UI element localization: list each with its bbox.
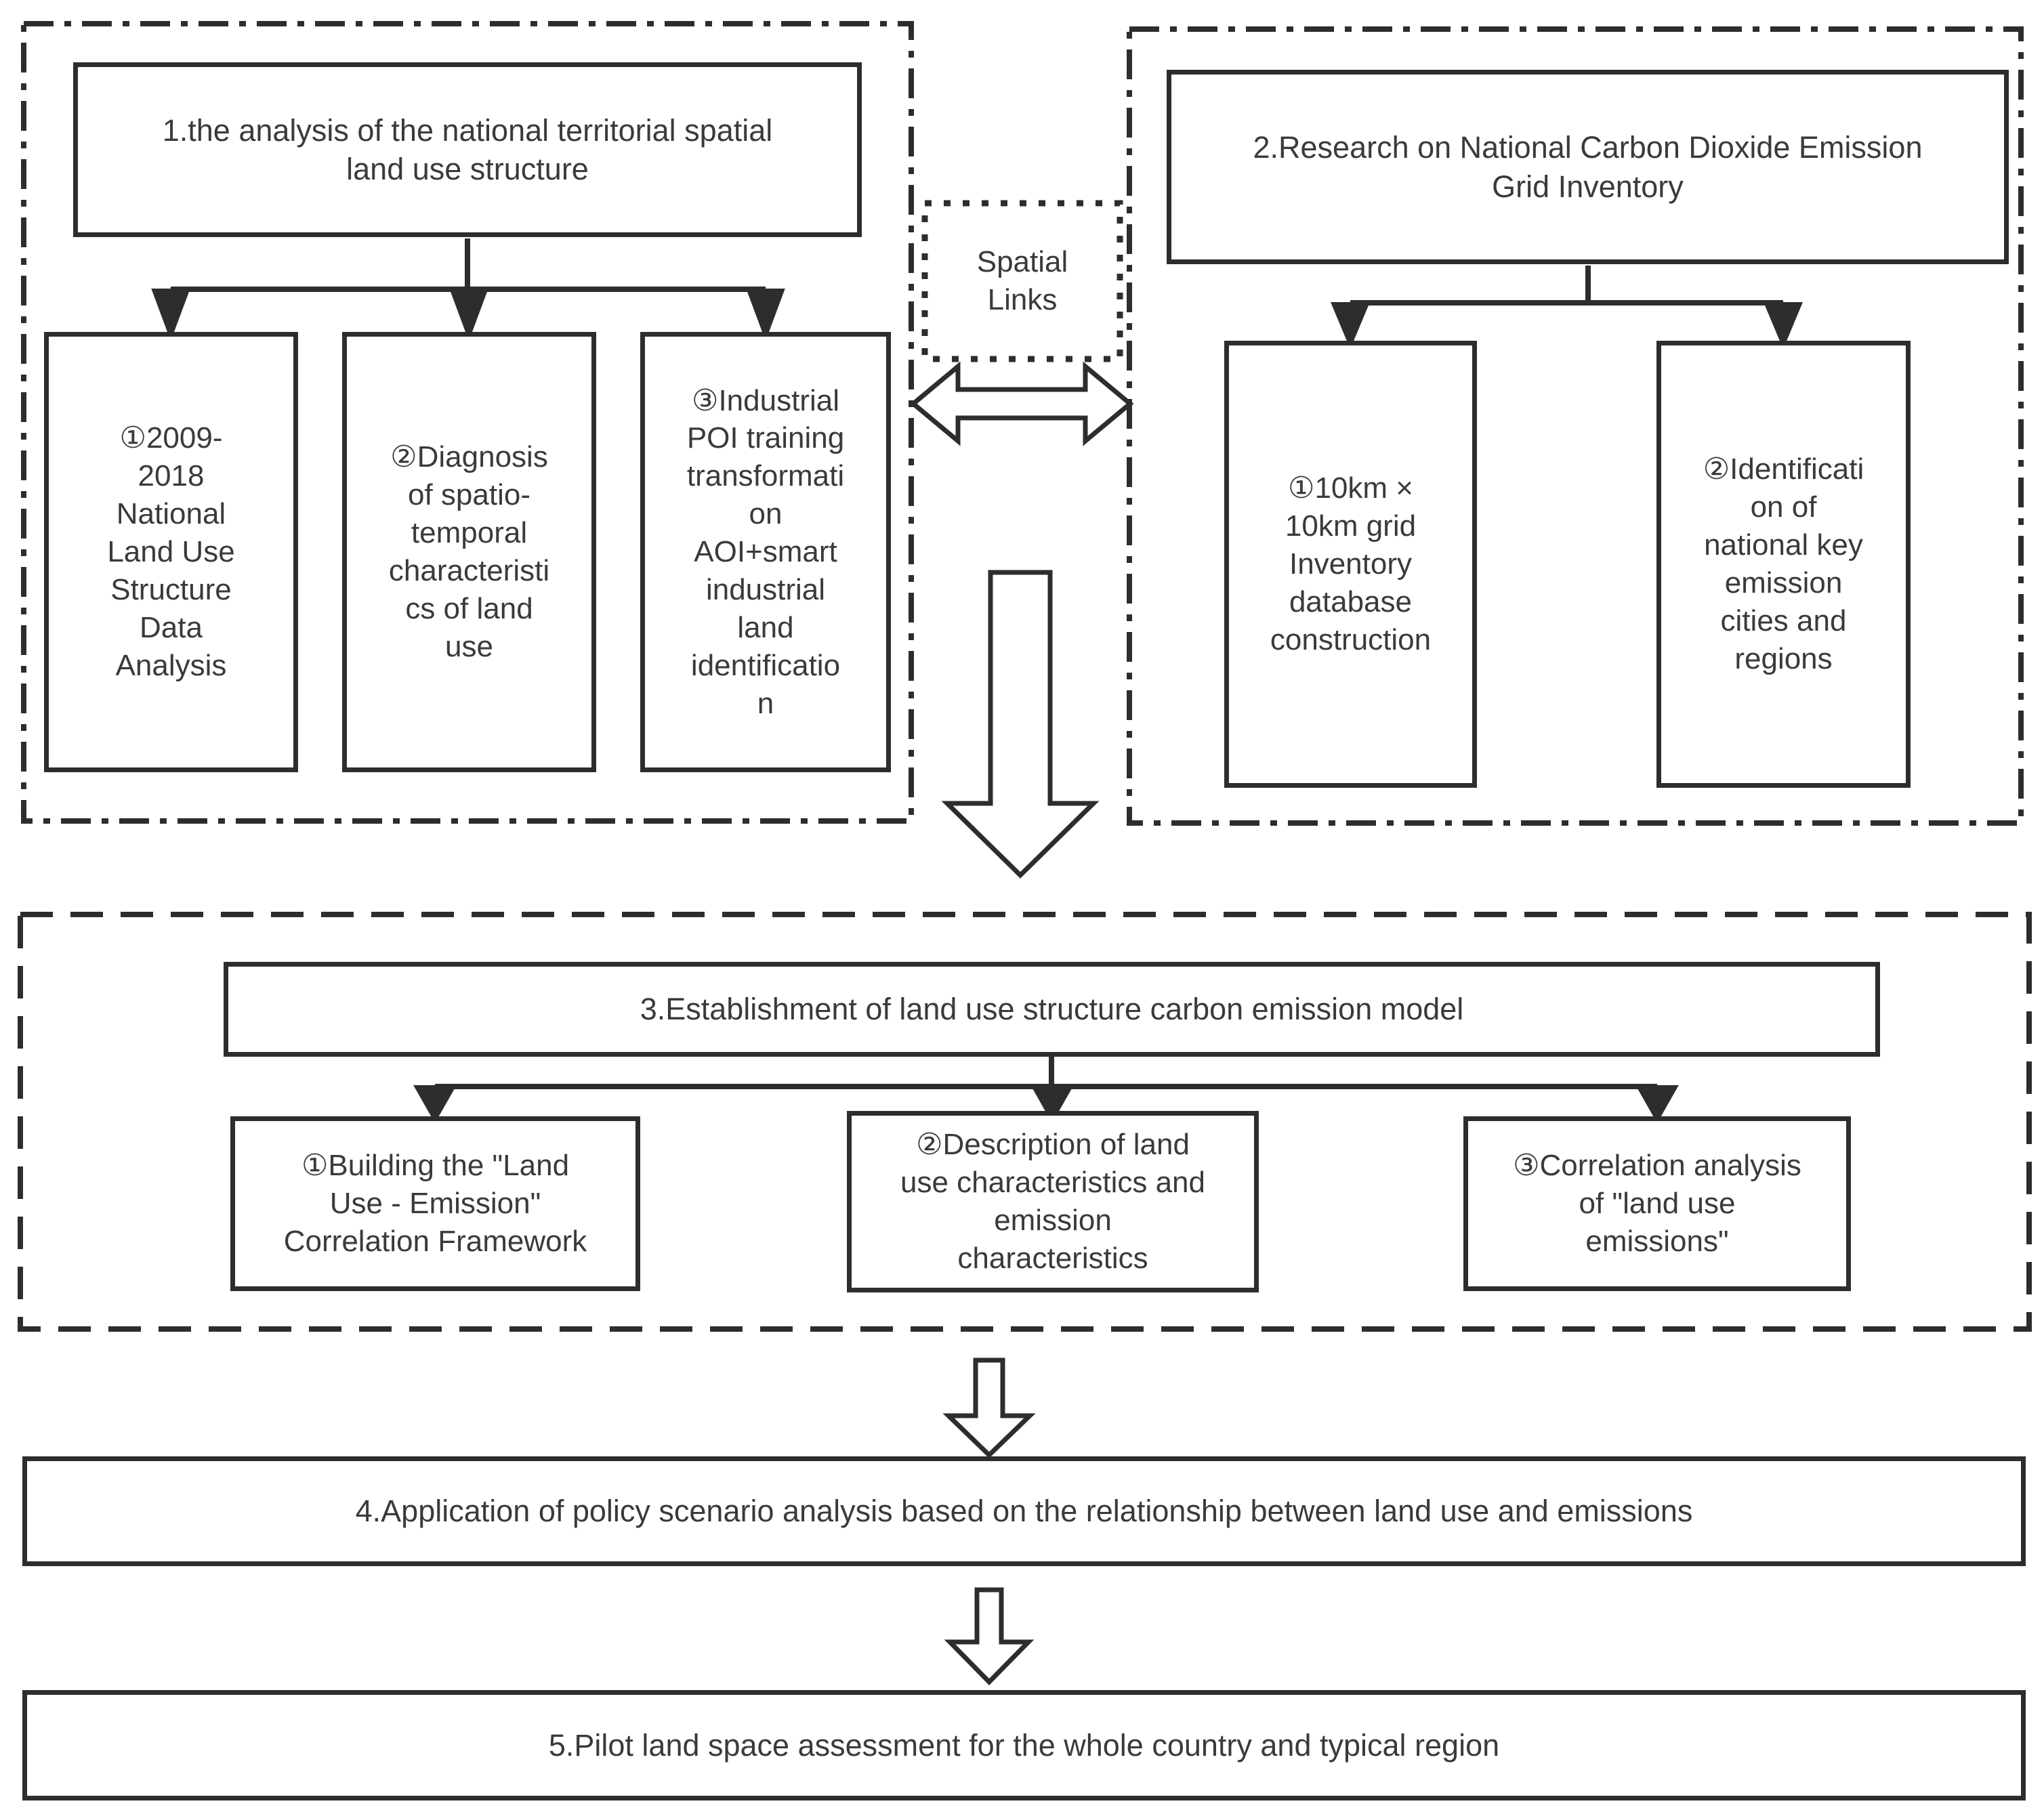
box-industrial-poi: ③Industrial POI training transformati on… [640,332,891,772]
box-spatiotemporal-diagnosis: ②Diagnosis of spatio- temporal character… [342,332,596,772]
section-3-connector [413,1057,1679,1124]
arrowhead-icon [151,289,190,341]
box-correlation-framework: ①Building the "Land Use - Emission" Corr… [230,1116,640,1291]
spatial-links-label: Spatial Links [976,245,1068,316]
box-land-use-data-analysis: ①2009- 2018 National Land Use Structure … [44,332,298,772]
section-1-connector [151,238,785,341]
arrowhead-icon [1330,302,1371,350]
box-section-3-title: 3.Establishment of land use structure ca… [224,962,1880,1057]
box-description-characteristics: ②Description of land use characteristics… [847,1111,1259,1292]
arrowhead-icon [1030,1085,1074,1124]
arrowhead-icon [413,1085,457,1124]
box-grid-inventory-database: ①10km × 10km grid Inventory database con… [1224,341,1477,788]
arrowhead-icon [1635,1085,1679,1124]
down-arrow-2-icon [944,1587,1035,1685]
box-correlation-analysis: ③Correlation analysis of "land use emiss… [1463,1116,1851,1291]
section-2-connector [1330,266,1803,350]
arrowhead-icon [746,289,785,341]
arrowhead-icon [449,289,488,341]
section-1-container-border [21,21,914,824]
down-arrow-1-icon [942,1357,1036,1458]
down-arrow-large-icon [941,570,1100,879]
double-arrow-icon [909,361,1134,446]
arrowhead-icon [1763,302,1803,350]
spatial-links-border [921,200,1123,362]
box-section-2-title: 2.Research on National Carbon Dioxide Em… [1167,70,2009,264]
box-section-4: 4.Application of policy scenario analysi… [22,1456,2026,1566]
section-2-container-border [1127,26,2024,826]
box-key-emission-cities: ②Identificati on of national key emissio… [1656,341,1911,788]
section-3-container-border [18,912,2032,1332]
box-section-5: 5.Pilot land space assessment for the wh… [22,1690,2026,1800]
box-section-1-title: 1.the analysis of the national territori… [73,62,862,237]
